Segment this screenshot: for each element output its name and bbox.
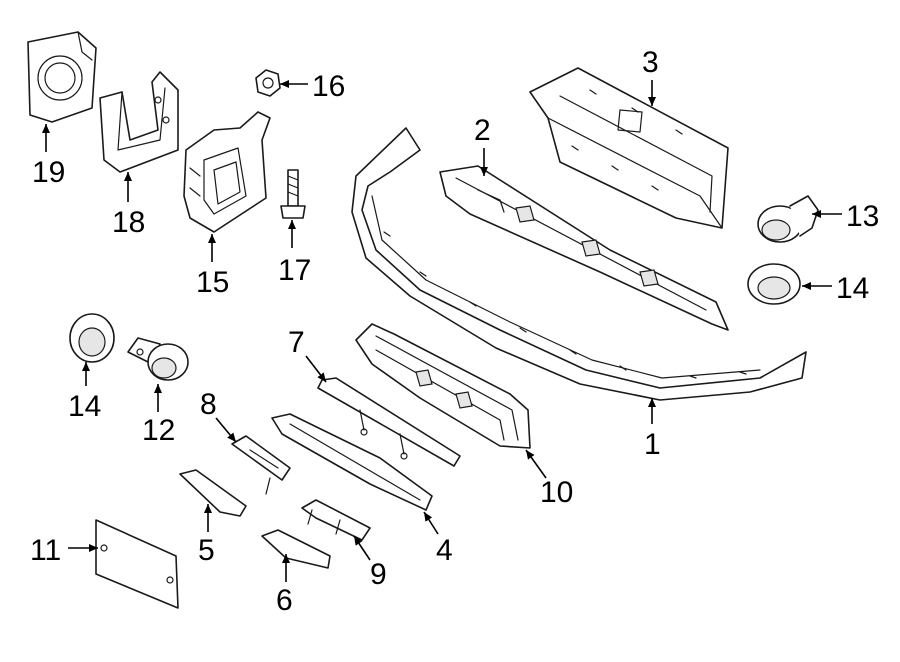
part-3-air-duct xyxy=(529,67,729,229)
callout-17: 17 xyxy=(278,254,311,287)
callout-19: 19 xyxy=(32,156,65,189)
part-10-grille xyxy=(355,323,531,449)
callout-8: 8 xyxy=(200,388,217,421)
callout-2: 2 xyxy=(474,114,491,147)
callout-16: 16 xyxy=(312,70,345,103)
callout-18: 18 xyxy=(112,206,145,239)
part-1-bumper-frame xyxy=(351,127,807,401)
callout-9: 9 xyxy=(370,558,387,591)
part-17-bolt xyxy=(280,169,306,219)
callout-1: 1 xyxy=(644,428,661,461)
part-12-sensor xyxy=(127,337,189,381)
callout-7: 7 xyxy=(288,326,305,359)
part-9-clip-bracket xyxy=(301,499,371,541)
part-19-shield-bracket xyxy=(27,31,97,123)
callout-5: 5 xyxy=(198,534,215,567)
callout-14-left: 14 xyxy=(68,390,101,423)
callout-13: 13 xyxy=(846,200,879,233)
part-8-bracket xyxy=(231,435,291,495)
callout-10: 10 xyxy=(540,476,573,509)
part-13-sensor xyxy=(757,195,819,243)
callout-14-right: 14 xyxy=(836,272,869,305)
callout-3: 3 xyxy=(642,46,659,79)
part-16-nut xyxy=(255,69,281,97)
part-2-reinforcement xyxy=(439,165,729,331)
callout-15: 15 xyxy=(196,266,229,299)
part-7-grille-trim xyxy=(317,377,461,467)
part-4-lower-spoiler xyxy=(271,413,433,511)
part-14-ring-left xyxy=(69,313,115,363)
part-14-ring-right xyxy=(747,263,801,305)
part-5-trim-strip xyxy=(179,469,247,517)
leader-lines xyxy=(42,80,842,582)
part-6-lower-trim xyxy=(261,529,331,569)
callout-11: 11 xyxy=(30,534,61,567)
callout-12: 12 xyxy=(142,414,175,447)
part-18-support-bracket xyxy=(99,71,179,173)
callout-4: 4 xyxy=(436,534,453,567)
part-15-sensor-housing xyxy=(183,111,271,233)
part-11-plate-bracket xyxy=(95,519,179,609)
callout-6: 6 xyxy=(276,584,293,617)
